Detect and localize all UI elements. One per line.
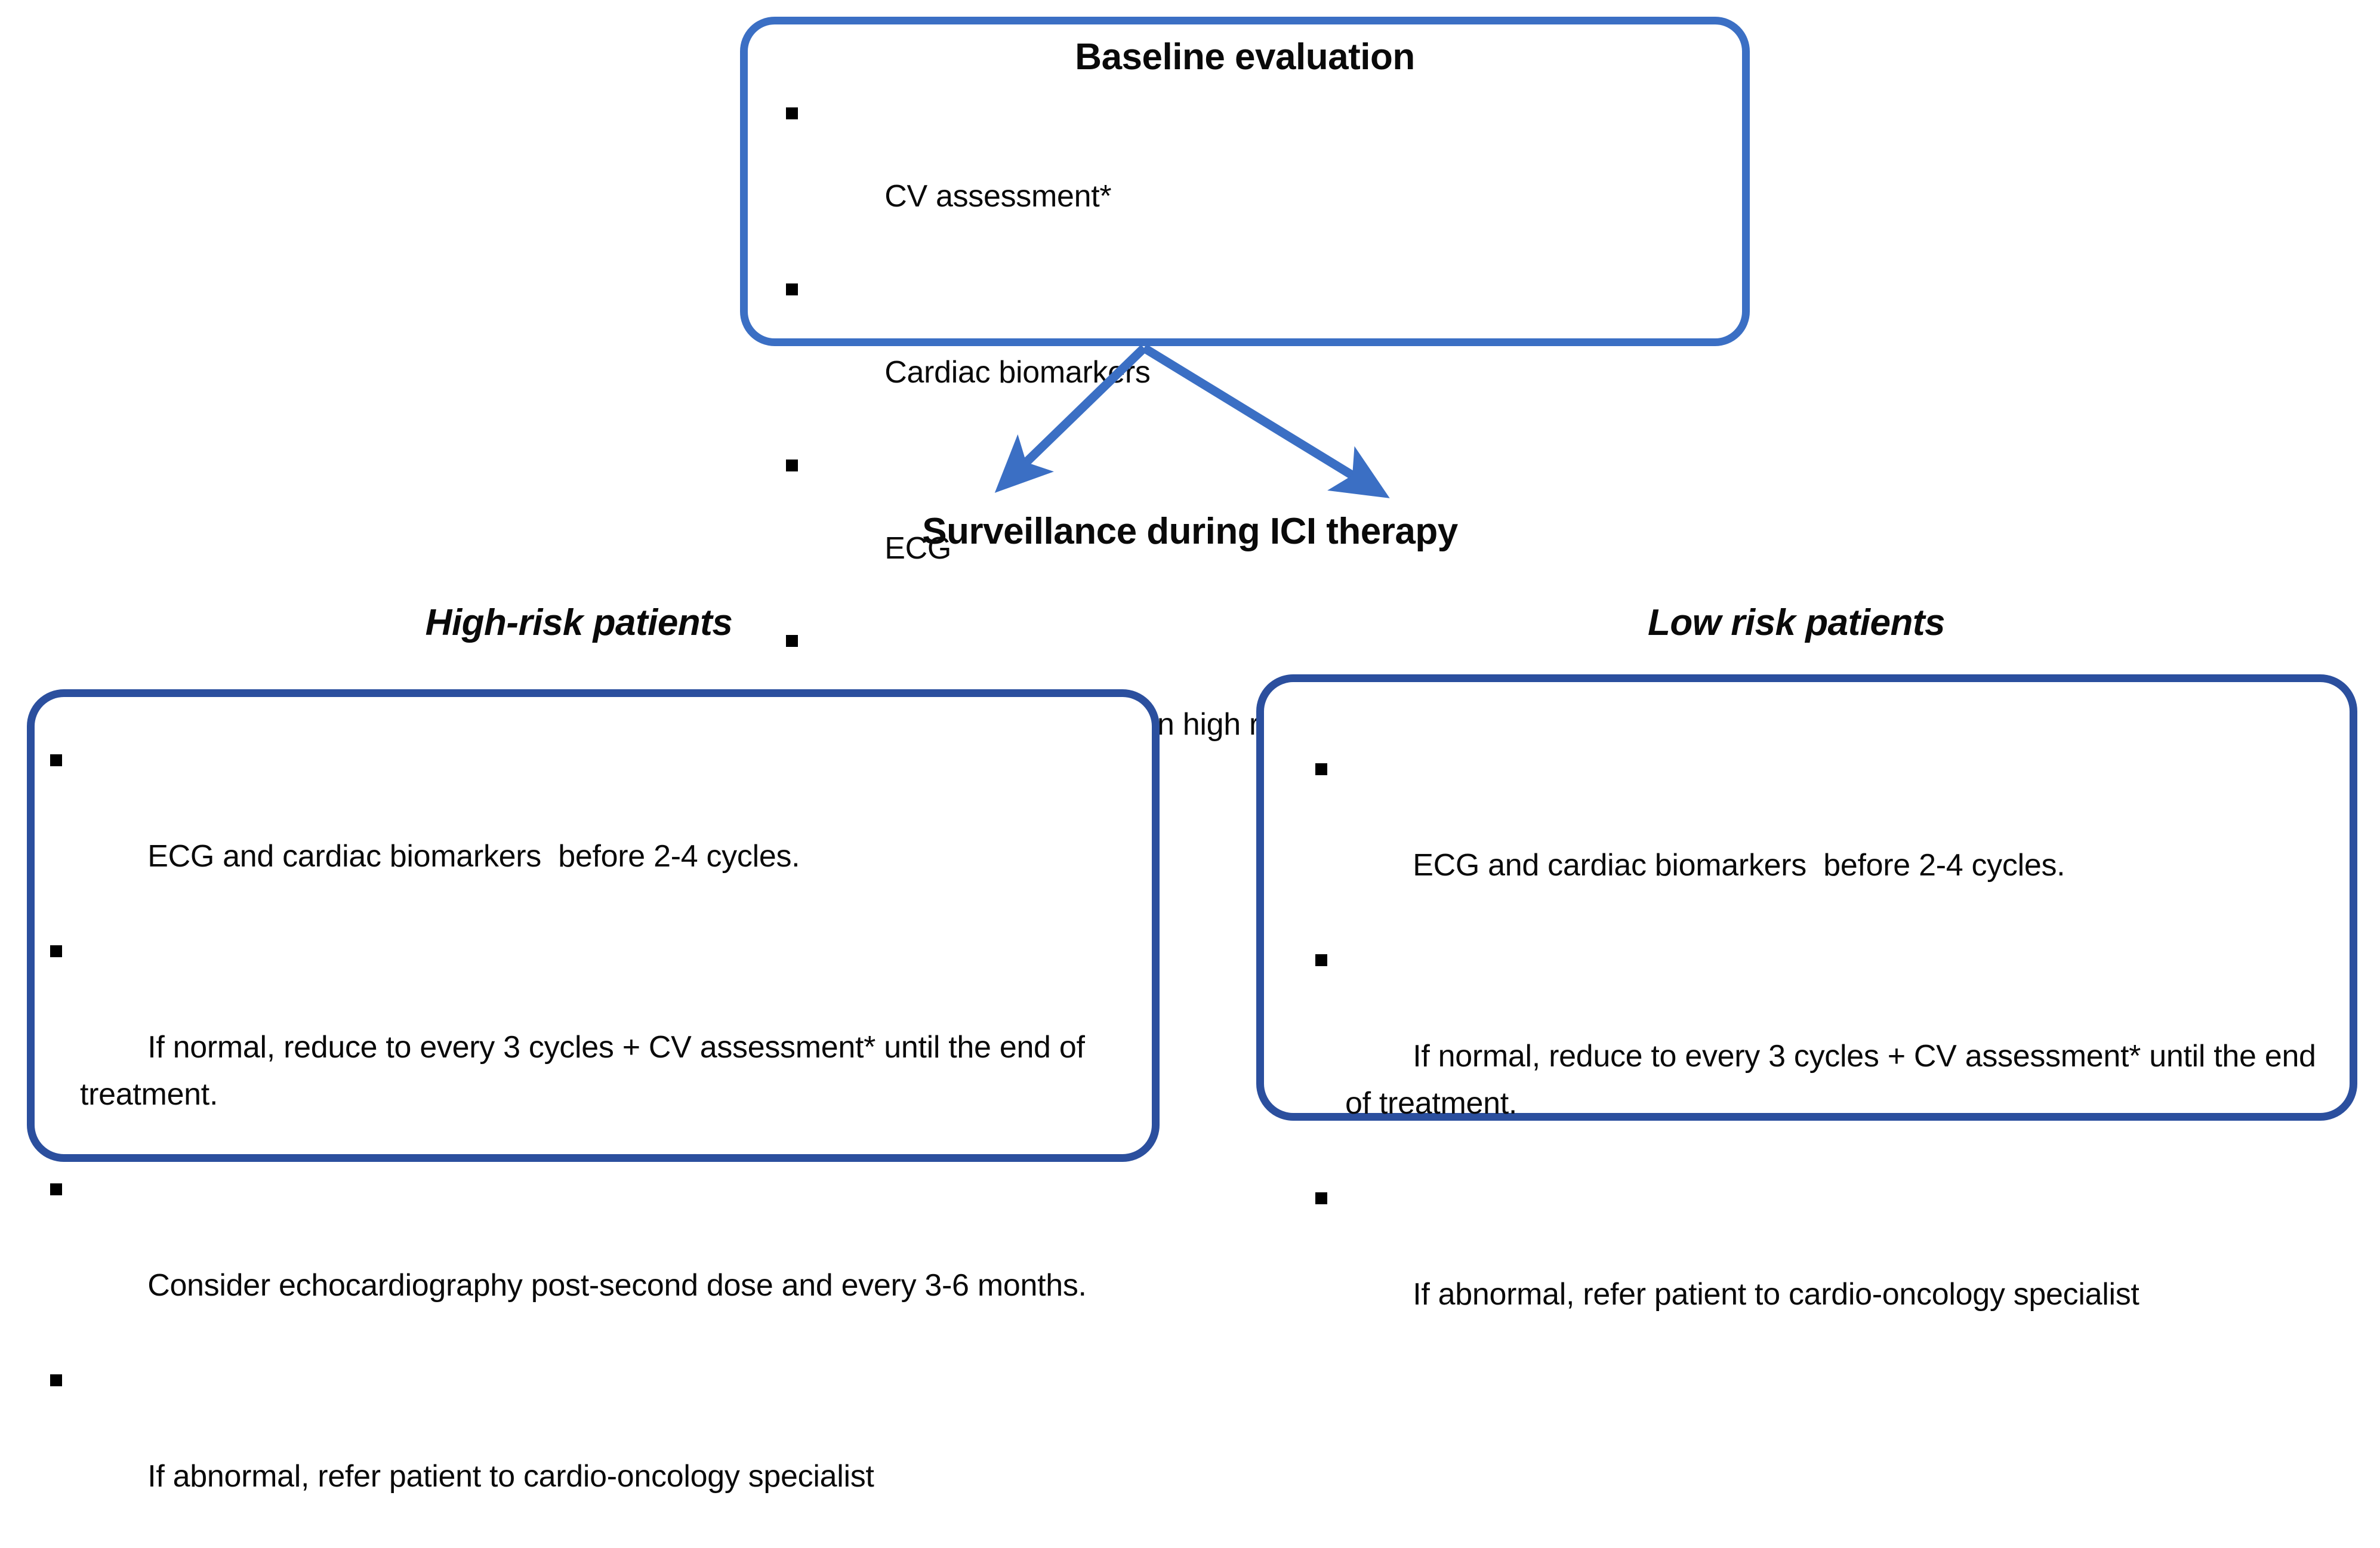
baseline-evaluation-title: Baseline evaluation (1075, 36, 1415, 78)
arrow-to-high-risk (994, 344, 1148, 493)
list-item-label: CV assessment* (884, 179, 1112, 214)
high-risk-bullet-list: ECG and cardiac biomarkers before 2-4 cy… (35, 697, 1152, 1548)
list-item-label: If normal, reduce to every 3 cycles + CV… (1345, 1039, 2324, 1121)
list-item-label: Cardiac biomarkers (884, 355, 1151, 390)
list-item-label: ECG (884, 531, 951, 566)
list-item: ECG and cardiac biomarkers before 2-4 cy… (1300, 748, 2350, 936)
list-item: Cardiac biomarkers (770, 268, 1742, 436)
square-bullet-icon (1315, 763, 1327, 775)
list-item: ECG (770, 444, 1742, 612)
square-bullet-icon (1315, 1192, 1327, 1205)
list-item-label: Consider echocardiography post-second do… (147, 1268, 1087, 1303)
low-risk-heading: Low risk patients (1648, 602, 1945, 643)
low-risk-bullet-list: ECG and cardiac biomarkers before 2-4 cy… (1264, 682, 2350, 1365)
baseline-evaluation-box: Baseline evaluation CV assessment* Cardi… (740, 17, 1750, 742)
square-bullet-icon (786, 635, 798, 647)
list-item-label: If abnormal, refer patient to cardio-onc… (1413, 1277, 2139, 1312)
list-item: Consider echocardiography post-second do… (35, 1168, 1152, 1356)
high-risk-box: ECG and cardiac biomarkers before 2-4 cy… (27, 689, 1160, 1494)
low-risk-box: ECG and cardiac biomarkers before 2-4 cy… (1256, 674, 2357, 1312)
flowchart-canvas: Baseline evaluation CV assessment* Cardi… (27, 17, 2357, 1494)
square-bullet-icon (786, 459, 798, 471)
arrow-to-low-risk (1142, 344, 1390, 498)
square-bullet-icon (50, 1374, 62, 1387)
list-item: If normal, reduce to every 3 cycles + CV… (35, 930, 1152, 1165)
branch-arrows (994, 344, 1390, 498)
list-item: If abnormal, refer patient to cardio-onc… (35, 1359, 1152, 1547)
square-bullet-icon (786, 107, 798, 120)
square-bullet-icon (786, 283, 798, 295)
square-bullet-icon (50, 754, 62, 766)
list-item: If normal, reduce to every 3 cycles + CV… (1300, 939, 2350, 1174)
high-risk-heading: High-risk patients (425, 602, 733, 643)
square-bullet-icon (50, 945, 62, 958)
list-item: ECG and cardiac biomarkers before 2-4 cy… (35, 739, 1152, 927)
list-item-label: ECG and cardiac biomarkers before 2-4 cy… (1413, 848, 2065, 883)
square-bullet-icon (1315, 954, 1327, 967)
list-item-label: If normal, reduce to every 3 cycles + CV… (80, 1030, 1093, 1112)
list-item: CV assessment* (770, 92, 1742, 260)
list-item-label: If abnormal, refer patient to cardio-onc… (147, 1459, 874, 1494)
surveillance-heading: Surveillance during ICI therapy (922, 511, 1458, 552)
list-item: If abnormal, refer patient to cardio-onc… (1300, 1177, 2350, 1365)
list-item-label: ECG and cardiac biomarkers before 2-4 cy… (147, 839, 800, 874)
square-bullet-icon (50, 1183, 62, 1196)
